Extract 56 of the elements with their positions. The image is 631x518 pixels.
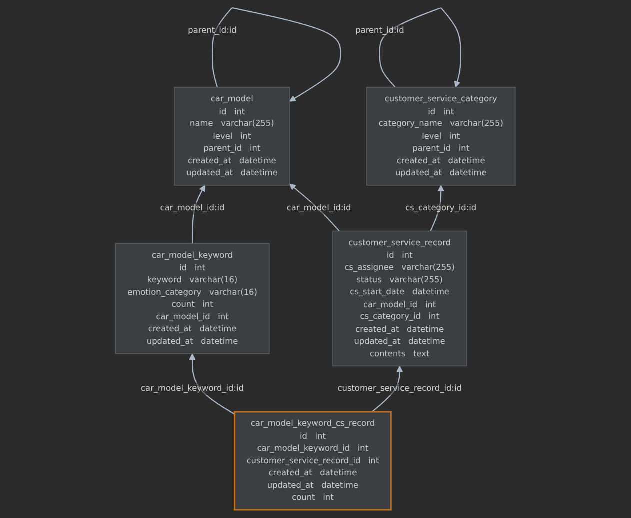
node-label: count int — [172, 299, 214, 310]
edge-label: car_model_keyword_id:id — [141, 382, 244, 396]
node-label: car_model_keyword_cs_record — [250, 418, 376, 428]
table-box — [234, 411, 392, 511]
node-label: id int — [219, 106, 246, 116]
node-label: created_at datetime — [188, 156, 276, 166]
node-label: id int — [428, 106, 454, 116]
table-fields: customer_service_category id int category_name varchar(255) level int parent_id int created_at datetime updated_at datetime — [378, 93, 504, 180]
node-label: created_at datetime — [148, 324, 237, 334]
edge-label: parent_id:id — [188, 24, 237, 38]
node-label: updated_at datetime — [354, 336, 446, 346]
node-label: parent_id int — [204, 143, 261, 154]
node-label: created_at datetime — [396, 156, 486, 166]
node-label: created_at datetime — [268, 468, 358, 478]
node-label: id int — [300, 431, 326, 441]
node-label: level int — [422, 131, 460, 141]
node-label: id int — [386, 250, 413, 260]
node-label: parent_id int — [412, 143, 470, 154]
table-fields: car_model_keyword id int keyword varchar(16) emotion_category varchar(16) count int car_model_id int created_at datetime updated_at datetime — [128, 250, 258, 348]
node-label: category_name varchar(255) — [378, 118, 504, 128]
node-label: level int — [213, 131, 252, 141]
node-label: id int — [180, 262, 206, 272]
table-box — [366, 87, 516, 186]
node-label: emotion_category varchar(16) — [128, 287, 258, 297]
node-label: car_model — [210, 94, 254, 104]
node-label: status varchar(255) — [356, 274, 443, 285]
table-fields: car_model id int name varchar(255) level int parent_id int created_at datetime updated_at datetime — [186, 93, 278, 180]
node-label: cs_assignee varchar(255) — [344, 262, 455, 272]
node-label: car_model_keyword_id int — [257, 443, 369, 454]
node-label: updated_at datetime — [186, 168, 278, 178]
edge-label: parent_id:id — [356, 24, 404, 38]
node-label: customer_service_record — [348, 238, 452, 248]
table-box — [174, 87, 290, 186]
node-label: updated_at datetime — [146, 336, 238, 346]
node-label: count int — [292, 492, 334, 502]
edge-label: customer_service_record_id:id — [338, 382, 462, 396]
node-label: customer_service_record_id int — [246, 456, 380, 466]
node-label: car_model_id int — [364, 299, 436, 310]
node-label: created_at datetime — [356, 324, 444, 334]
node-label: updated_at datetime — [395, 168, 487, 178]
node-label: cs_start_date datetime — [350, 287, 450, 297]
edge-label: car_model_id:id — [286, 202, 352, 215]
edge-label: cs_category_id:id — [406, 202, 477, 215]
table-box — [332, 230, 468, 367]
node-label: cs_category_id int — [360, 312, 440, 322]
table-box — [115, 243, 270, 354]
node-label: contents text — [370, 348, 430, 358]
node-label: car_model_id int — [156, 312, 229, 322]
table-fields: car_model_keyword_cs_record id int car_model_keyword_id int customer_service_record_id int created_at datetime updated_at datetime count int — [246, 418, 380, 504]
node-label: updated_at datetime — [267, 480, 359, 490]
node-label: keyword varchar(16) — [147, 274, 238, 285]
node-label: car_model_keyword — [152, 250, 234, 260]
edge-label: car_model_id:id — [160, 202, 225, 215]
node-label: name varchar(255) — [190, 118, 274, 128]
table-fields: customer_service_record id int cs_assignee varchar(255) status varchar(255) cs_start_date datetime car_model_id int cs_category_id int created_at datetime updated_at datetime contents text — [344, 237, 455, 360]
node-label: customer_service_category — [384, 94, 498, 104]
